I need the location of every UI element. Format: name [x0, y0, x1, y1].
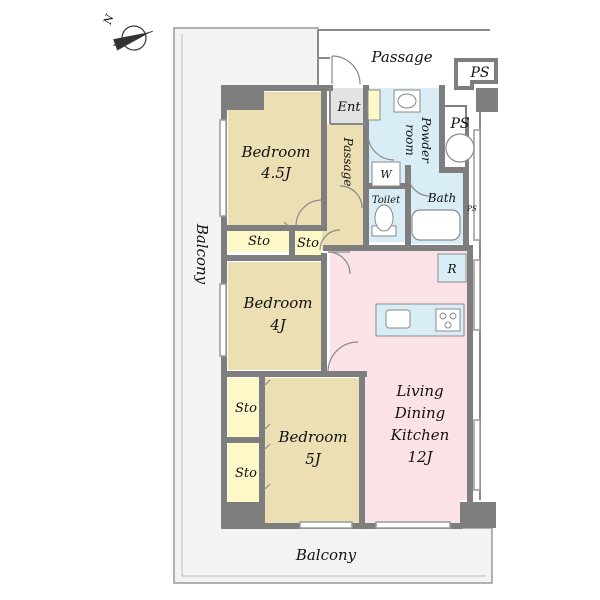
label-w: W: [380, 168, 393, 181]
label-bedroom1-name: Bedroom: [241, 143, 311, 161]
label-bath: Bath: [427, 191, 457, 205]
washing-machine-pan: [371, 161, 401, 187]
label-bedroom2-name: Bedroom: [243, 294, 313, 312]
washbasin-counter: [393, 89, 421, 113]
label-ldk-2: Dining: [394, 404, 446, 422]
label-bedroom2-size: 4J: [269, 316, 287, 334]
label-ldk-4: 12J: [407, 448, 433, 466]
label-bedroom3-name: Bedroom: [278, 428, 348, 446]
washbasin-icon: [397, 93, 417, 109]
shoe-cabinet: [367, 89, 381, 121]
bathtub-icon: [411, 209, 461, 241]
label-powder-1: Powder: [419, 116, 433, 164]
stove-burners-icon: [439, 312, 457, 329]
compass-icon: [113, 25, 153, 51]
label-sto-2: Sto: [297, 236, 319, 251]
label-sto-1: Sto: [248, 234, 270, 249]
room-bedroom-5j: [264, 378, 360, 524]
label-ldk-3: Kitchen: [390, 426, 450, 444]
label-passage-inner: Passage: [341, 137, 355, 187]
label-bedroom1-size: 4.5J: [260, 164, 292, 182]
room-bedroom-4j: [228, 262, 324, 370]
room-storage-2: [292, 228, 322, 256]
room-storage-1: [228, 228, 290, 252]
label-ent: Ent: [336, 100, 361, 115]
door-swings: [263, 55, 431, 491]
compass-north-label: N: [101, 12, 117, 27]
windows: [219, 119, 481, 529]
label-ldk-1: Living: [395, 382, 443, 400]
room-storage-4: [228, 442, 262, 502]
label-r: R: [446, 262, 456, 276]
label-ps-top: PS: [469, 65, 489, 81]
label-passage-top: Passage: [370, 48, 432, 66]
toilet-icon: [374, 204, 394, 232]
stove-icon: [435, 308, 461, 332]
label-balcony-left: Balcony: [193, 223, 211, 285]
ps-shaft-top: [454, 58, 498, 90]
label-bedroom3-size: 5J: [305, 450, 322, 468]
kitchen-sink-icon: [385, 309, 411, 329]
label-sto-4: Sto: [235, 466, 257, 481]
label-ps-small: PS: [466, 205, 477, 213]
label-powder-2: room: [403, 124, 417, 156]
label-balcony-bottom: Balcony: [295, 546, 357, 564]
label-sto-3: Sto: [235, 401, 257, 416]
room-passage-inner: [322, 124, 364, 250]
room-entrance: [330, 88, 366, 124]
columns: [222, 86, 498, 528]
water-heater-icon: [445, 133, 475, 163]
room-storage-3: [228, 378, 262, 438]
label-toilet: Toilet: [372, 195, 401, 206]
label-ps-right: PS: [449, 116, 469, 132]
room-bedroom-4-5j: [228, 92, 322, 226]
refrigerator-icon: [437, 253, 467, 283]
